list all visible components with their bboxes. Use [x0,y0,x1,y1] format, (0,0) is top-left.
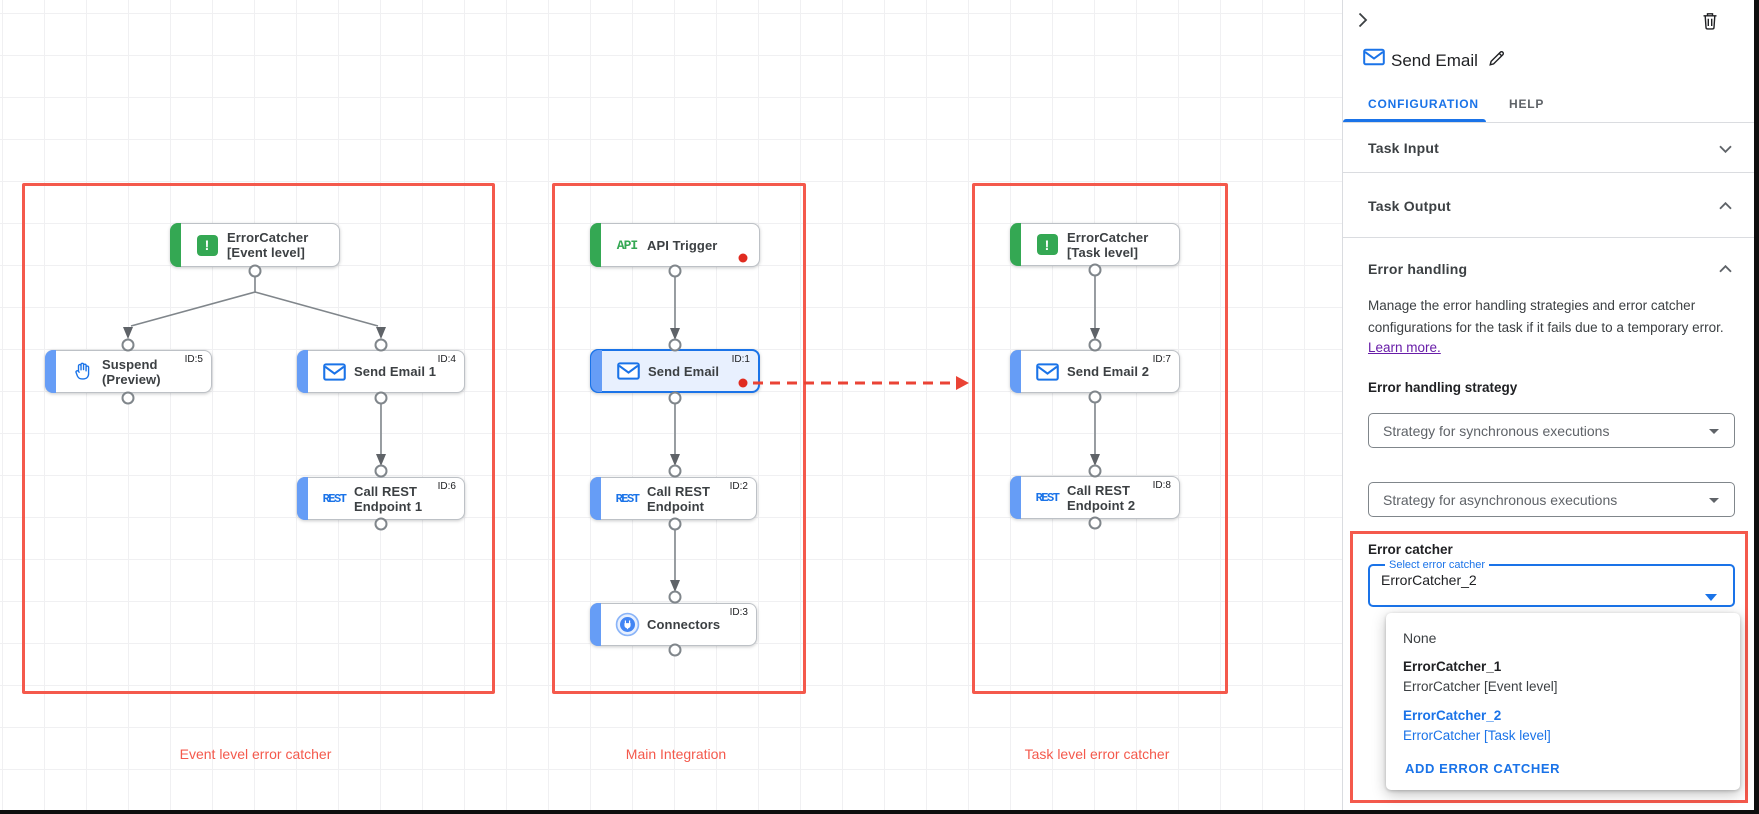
node-accent-bar [297,477,308,520]
rest-icon: REST [322,491,347,506]
chevron-up-icon[interactable] [1719,202,1732,210]
node-label: Call REST Endpoint 2 [1067,482,1136,513]
panel-title: Send Email [1391,51,1478,70]
group-box-task-level [972,183,1228,694]
tab-configuration[interactable]: CONFIGURATION [1368,97,1479,111]
node-send-email-selected[interactable]: Send Email ID:1 [590,349,760,393]
node-accent-bar [590,603,601,646]
node-id: ID:7 [1152,354,1171,365]
node-accent-bar [170,223,181,267]
async-strategy-placeholder: Strategy for asynchronous executions [1383,491,1618,508]
node-id: ID:5 [184,354,203,365]
rest-icon: REST [615,491,640,506]
node-id: ID:6 [437,481,456,492]
task-config-panel: Send Email CONFIGURATION HELP Task Input… [1342,0,1759,814]
group-box-event-level [22,183,495,694]
rest-icon: REST [1035,490,1060,505]
error-catcher-icon: ! [187,234,227,256]
add-error-catcher-button[interactable]: ADD ERROR CATCHER [1405,761,1561,776]
error-catcher-label: Error catcher [1368,542,1453,557]
node-label: Connectors [647,617,721,632]
node-label: API Trigger [647,237,718,253]
group-box-main-integration [552,183,806,694]
api-trigger-icon: API [616,237,638,253]
node-send-email-2[interactable]: Send Email 2 ID:7 [1010,350,1180,393]
error-catcher-icon: ! [1027,234,1067,255]
node-label: Suspend (Preview) [102,356,161,387]
node-errorcatcher-task-level[interactable]: ! ErrorCatcher [Task level] [1010,223,1180,266]
learn-more-link[interactable]: Learn more. [1368,340,1441,355]
node-accent-bar [591,350,602,392]
node-id: ID:1 [731,354,750,365]
screenshot-right-edge [1754,0,1759,814]
chevron-up-icon[interactable] [1719,265,1732,273]
node-label: Call REST Endpoint [647,483,711,514]
node-label: Send Email 1 [354,364,437,379]
tab-help[interactable]: HELP [1509,97,1545,111]
menu-option-errorcatcher-1[interactable]: ErrorCatcher_1 ErrorCatcher [Event level… [1403,659,1558,694]
edit-title-pencil-icon[interactable] [1488,50,1505,67]
node-label: Send Email [648,363,720,379]
section-task-output[interactable]: Task Output [1368,198,1451,214]
error-handling-strategy-label: Error handling strategy [1368,380,1518,395]
node-label: ErrorCatcher [Task level] [1067,229,1149,260]
node-accent-bar [1010,350,1021,393]
flow-canvas[interactable]: Event level error catcher Main Integrati… [0,0,1342,814]
caret-down-icon [1709,428,1719,434]
email-icon [314,362,354,381]
hand-suspend-icon [62,361,102,382]
node-errorcatcher-event-level[interactable]: ! ErrorCatcher [Event level] [170,223,340,267]
menu-option-none[interactable]: None [1403,630,1437,646]
node-id: ID:3 [729,607,748,618]
node-label: ErrorCatcher [Event level] [227,230,309,260]
node-accent-bar [1010,476,1021,519]
caption-event-level: Event level error catcher [179,746,332,762]
sync-strategy-select[interactable]: Strategy for synchronous executions [1368,413,1735,448]
collapse-panel-chevron-right-icon[interactable] [1358,12,1368,28]
node-api-trigger[interactable]: API API Trigger [590,223,760,267]
node-id: ID:2 [729,481,748,492]
caret-down-icon [1705,594,1717,601]
node-label: Call REST Endpoint 1 [354,483,423,514]
node-send-email-1[interactable]: Send Email 1 ID:4 [297,350,465,393]
error-catcher-highlight-box [1350,531,1748,803]
caption-main-integration: Main Integration [625,746,727,762]
section-error-handling[interactable]: Error handling [1368,261,1468,277]
menu-option-errorcatcher-2[interactable]: ErrorCatcher_2 ErrorCatcher [Task level] [1403,708,1551,743]
node-call-rest-endpoint[interactable]: REST Call REST Endpoint ID:2 [590,477,757,520]
node-accent-bar [590,223,601,267]
node-accent-bar [590,477,601,520]
chevron-down-icon[interactable] [1719,145,1732,153]
delete-task-trash-icon[interactable] [1702,12,1718,30]
node-id: ID:8 [1152,480,1171,491]
sync-strategy-placeholder: Strategy for synchronous executions [1383,422,1610,439]
node-label: Send Email 2 [1067,364,1150,379]
node-call-rest-endpoint-1[interactable]: REST Call REST Endpoint 1 ID:6 [297,477,465,520]
error-catcher-select[interactable]: Select error catcher ErrorCatcher_2 [1368,559,1735,607]
active-tab-underline [1343,119,1486,122]
select-error-catcher-floating-label: Select error catcher [1389,559,1485,571]
screenshot-bottom-edge [0,810,1759,814]
section-task-input[interactable]: Task Input [1368,140,1439,156]
node-connectors[interactable]: Connectors ID:3 [590,603,757,646]
node-accent-bar [297,350,308,393]
async-strategy-select[interactable]: Strategy for asynchronous executions [1368,482,1735,517]
connectors-icon [607,612,647,637]
error-catcher-dropdown-menu: None ErrorCatcher_1 ErrorCatcher [Event … [1386,613,1740,790]
caption-task-level: Task level error catcher [1024,746,1170,762]
error-catcher-select-value: ErrorCatcher_2 [1381,572,1477,588]
node-accent-bar [45,350,56,393]
error-handling-description: Manage the error handling strategies and… [1368,298,1724,335]
caret-down-icon [1709,497,1719,503]
node-id: ID:4 [437,354,456,365]
divider [1343,122,1759,123]
node-suspend[interactable]: Suspend (Preview) ID:5 [45,350,212,393]
divider [1343,172,1759,173]
divider [1343,237,1759,238]
node-call-rest-endpoint-2[interactable]: REST Call REST Endpoint 2 ID:8 [1010,476,1180,519]
email-icon [1027,362,1067,381]
email-icon [608,362,648,380]
node-accent-bar [1010,223,1021,266]
send-email-title-icon [1363,48,1385,66]
